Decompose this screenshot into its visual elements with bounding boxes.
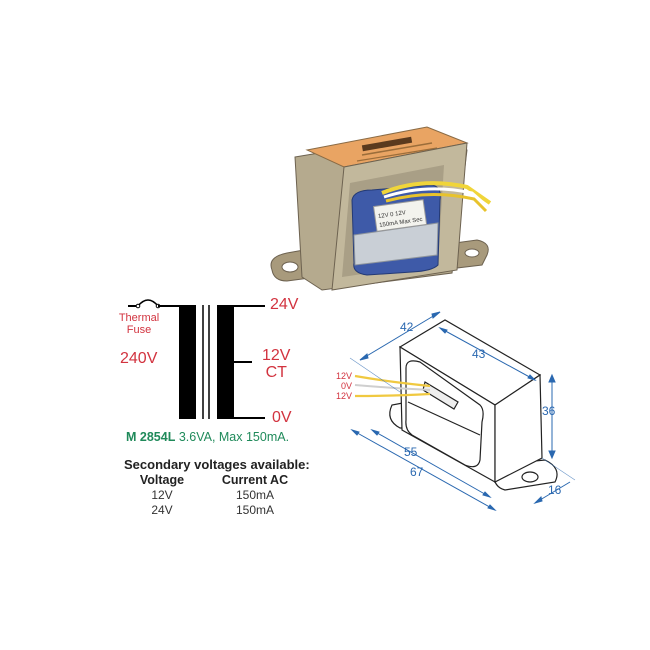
- specs-cell-current: 150mA: [235, 503, 275, 517]
- thermal-fuse-label: Thermal Fuse: [114, 312, 164, 336]
- center-tap-ct: CT: [265, 364, 287, 381]
- specs-header-row: Voltage Current AC: [124, 473, 314, 487]
- dim-length-top: 43: [472, 347, 486, 361]
- center-tap-voltage: 12V: [262, 347, 291, 364]
- specs-title: Secondary voltages available:: [124, 457, 310, 472]
- specs-cell-voltage: 24V: [151, 503, 173, 517]
- wire-labels: 12V 0V 12V: [330, 371, 352, 401]
- dim-base-length: 67: [410, 465, 424, 479]
- secondary-voltage-specs: Secondary voltages available: Voltage Cu…: [124, 457, 314, 517]
- specs-cell-voltage: 12V: [151, 488, 173, 502]
- specs-cell-current: 150mA: [235, 488, 275, 502]
- dim-depth-top: 42: [400, 320, 414, 334]
- model-rating: 3.6VA, Max 150mA.: [175, 430, 290, 444]
- secondary-center-tap-label: 12V CT: [262, 347, 290, 381]
- transformer-photo-graphic: 12V 0 12V 150mA Max Sec: [270, 126, 492, 291]
- wire-label-0v: 0V: [340, 381, 352, 391]
- primary-voltage-label: 240V: [120, 350, 158, 367]
- dim-core-length: 55: [404, 445, 418, 459]
- dim-base-width: 16: [548, 483, 562, 497]
- dimension-drawing: 42 43 36 55 67 16 12V 0V 12V: [330, 310, 580, 530]
- wire-label-12v-a: 12V: [335, 371, 352, 381]
- specs-col-voltage: Voltage: [139, 473, 185, 487]
- secondary-top-label: 24V: [270, 296, 299, 313]
- model-code: M 2854L: [126, 430, 176, 444]
- wire-label-12v-b: 12V: [335, 391, 352, 401]
- fuse-label-line2: Fuse: [126, 324, 152, 336]
- model-rating-line: M 2854L 3.6VA, Max 150mA.: [126, 430, 289, 444]
- transformer-photo: 12V 0 12V 150mA Max Sec: [262, 95, 497, 295]
- fuse-label-line1: Thermal: [118, 312, 160, 324]
- svg-text:12V 0 12V: 12V 0 12V: [378, 210, 407, 220]
- schematic-graphic: [128, 299, 265, 419]
- dim-height: 36: [542, 404, 556, 418]
- transformer-schematic: Thermal Fuse 240V 24V 12V CT 0V M 2854L …: [100, 290, 330, 450]
- secondary-bottom-label: 0V: [272, 409, 292, 426]
- specs-col-current: Current AC: [221, 473, 289, 487]
- specs-row: 12V 150mA: [124, 488, 314, 502]
- dimension-drawing-graphic: [349, 311, 576, 512]
- fuse-symbol: [137, 299, 159, 307]
- specs-row: 24V 150mA: [124, 503, 314, 517]
